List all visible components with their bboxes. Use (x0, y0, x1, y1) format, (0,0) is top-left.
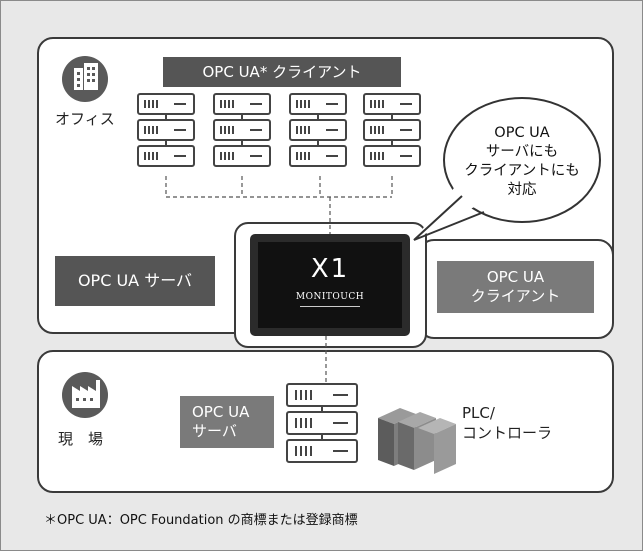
office-building-icon (62, 56, 108, 102)
field-server-line1: OPC UA (192, 403, 250, 422)
bubble-line: サーバにも (485, 143, 559, 160)
client-label-line1: OPC UA (486, 268, 545, 287)
office-label: オフィス (55, 110, 115, 128)
plc-line1: PLC/ (462, 404, 495, 422)
monitor-brand: MONITOUCH (295, 292, 365, 302)
factory-icon (62, 372, 108, 418)
server-rack-icon (363, 93, 421, 167)
opc-ua-server-label: OPC UA サーバ (55, 256, 215, 306)
office-title-label: OPC UA* クライアント (163, 57, 401, 87)
monitor-glow-line (300, 306, 360, 307)
field-server-line2: サーバ (192, 422, 237, 440)
plc-line2: コントローラ (462, 423, 553, 442)
office-server-racks (137, 93, 421, 167)
server-rack-icon (137, 93, 195, 167)
server-rack-icon (286, 383, 358, 463)
server-rack-icon (289, 93, 347, 167)
monitor-model: X1 (310, 254, 350, 284)
bubble-line: OPC UA (494, 125, 550, 141)
client-label-line2: クライアント (470, 287, 561, 305)
plc-controller-icon (378, 408, 456, 474)
monitor-screen: X1 MONITOUCH (258, 242, 402, 328)
server-rack-icon (213, 93, 271, 167)
bubble-line: クライアントにも (464, 162, 580, 179)
speech-bubble (413, 97, 601, 241)
bubble-text: OPC UA サーバにも クライアントにも 対応 (452, 124, 592, 199)
field-server-label: OPC UA サーバ (180, 396, 274, 448)
field-label: 現 場 (58, 430, 104, 448)
office-link-lines (165, 176, 393, 234)
opc-ua-client-label: OPC UA クライアント (437, 261, 594, 313)
bubble-line: 対応 (507, 181, 537, 198)
plc-label: PLC/ コントローラ (462, 404, 552, 443)
trademark-footnote: ＊OPC UA：OPC Foundation の商標または登録商標 (44, 513, 358, 528)
